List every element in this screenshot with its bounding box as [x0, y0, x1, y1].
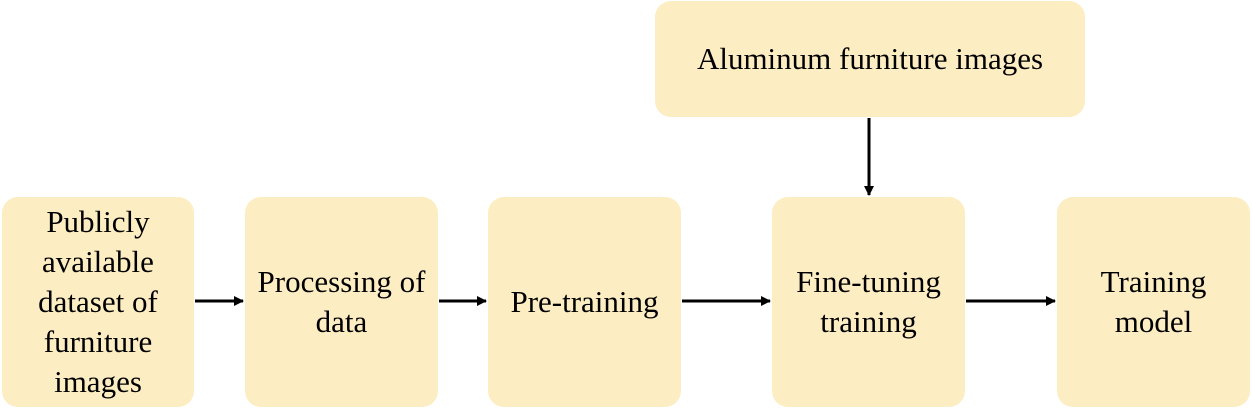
node-aluminum-furniture-images: Aluminum furniture images: [655, 1, 1085, 117]
node-training-model: Training model: [1057, 197, 1250, 407]
node-pre-training: Pre-training: [488, 197, 681, 407]
node-processing-of-data: Processing of data: [245, 197, 438, 407]
node-public-dataset: Publicly available dataset of furniture …: [2, 197, 194, 407]
node-fine-tuning-training: Fine-tuning training: [772, 197, 965, 407]
